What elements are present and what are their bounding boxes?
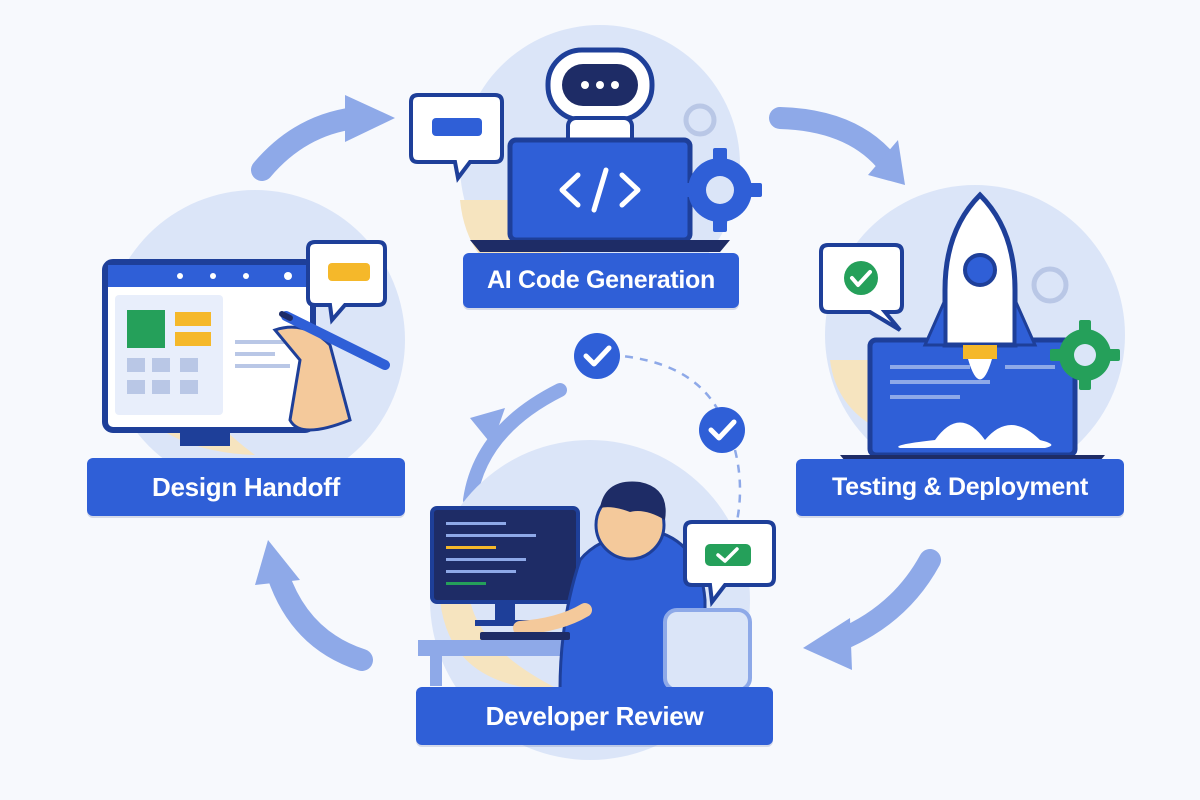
arrow-ai-to-test [769,107,905,185]
monitor-icon [102,259,316,446]
monitor-icon [430,506,580,626]
code-icon [559,167,641,213]
check-icon [574,333,620,379]
stage-ai-illustration [409,25,762,305]
stage-label-ai-code-generation: AI Code Generation [463,253,739,308]
stage-design-illustration [102,190,405,490]
inner-arrow-head [470,408,505,445]
check-icon [699,407,745,453]
gear-icon [1050,320,1120,390]
stage-label-testing-deployment: Testing & Deployment [796,459,1124,516]
flow-arrows [251,95,941,671]
chat-bubble-icon [683,520,776,608]
stage-label-design-handoff: Design Handoff [87,458,405,516]
chair [663,608,752,692]
laptop-icon [470,137,730,252]
gear-icon [683,103,717,137]
chat-bubble-icon [306,240,387,325]
arrow-test-to-dev [803,549,941,670]
gear-icon [1031,266,1069,304]
chat-bubble-icon [819,243,904,332]
robot-icon [545,47,655,148]
gear-icon [678,148,762,232]
arrow-design-to-ai [251,95,395,181]
stage-dev-illustration [418,440,776,760]
stage-test-illustration [819,185,1125,485]
arrow-dev-to-design [255,540,373,671]
rocket-icon [898,191,1052,448]
chat-bubble-icon [409,93,504,183]
pen-icon [272,311,390,432]
stage-label-developer-review: Developer Review [416,687,773,745]
